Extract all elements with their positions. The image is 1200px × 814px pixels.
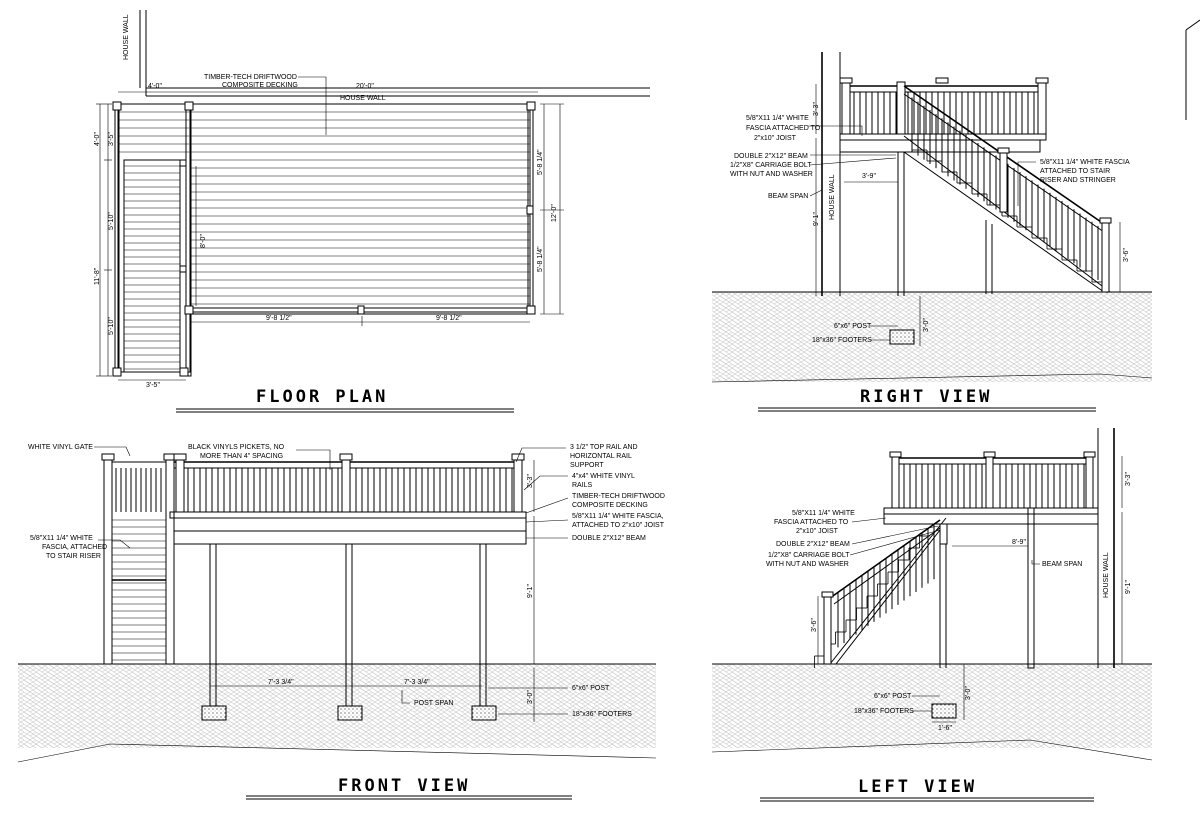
- lv-bolt-2: WITH NUT AND WASHER: [766, 561, 849, 568]
- rv-dim-footing: 3'-0": [923, 318, 930, 332]
- fv-post-label: 6"x6" POST: [572, 685, 610, 692]
- left-view: HOUSE WALL 3'-3" 9'-1" 8'-9": [711, 428, 1153, 802]
- dim-right-1: 5'-8 1/4": [537, 149, 544, 175]
- fv-rails-1: 4"x4" WHITE VINYL: [572, 473, 635, 480]
- dim-left-2: 3'-5": [108, 132, 115, 146]
- house-wall-horizontal-label: HOUSE WALL: [340, 95, 386, 102]
- fv-beam-label: DOUBLE 2"X12" BEAM: [572, 535, 646, 542]
- footing-block: [201, 705, 227, 721]
- dim-top-left: 4'-0": [148, 83, 162, 90]
- rv-dim-height: 9'-1": [813, 212, 820, 226]
- lv-dim-footing: 3'-0": [965, 686, 972, 700]
- dim-left-1: 4'-0": [94, 132, 101, 146]
- lv-dim-stair-rail: 3'-6": [811, 618, 818, 632]
- fv-decking-2: COMPOSITE DECKING: [572, 502, 648, 509]
- lv-dim-rail: 3'-3": [1125, 472, 1132, 486]
- fv-footer-label: 18"x36" FOOTERS: [572, 711, 632, 718]
- dim-left-3: 5'-10": [108, 212, 115, 230]
- rv-dim-rail: 3'-3": [813, 102, 820, 116]
- rv-dim-stair-rail: 3'-6": [1123, 248, 1130, 262]
- dim-right-2: 5'-8 1/4": [537, 246, 544, 272]
- rv-house-wall-label: HOUSE WALL: [829, 174, 836, 220]
- fv-dim-rail: 3'-3": [527, 474, 534, 488]
- fv-dim-height: 9'-1": [527, 584, 534, 598]
- right-view-title: RIGHT VIEW: [860, 387, 992, 407]
- fv-toprail-2: HORIZONTAL RAIL: [570, 453, 632, 460]
- rv-stair-fascia-3: RISER AND STRINGER: [1040, 177, 1116, 184]
- lv-dim-footing-w: 1'-6": [938, 725, 952, 732]
- fv-gate-label: WHITE VINYL GATE: [28, 444, 93, 451]
- lv-bolt-1: 1/2"X8" CARRIAGE BOLT: [768, 552, 850, 559]
- dim-stair-width: 3'-5": [146, 382, 160, 389]
- rv-beam-span-label: BEAM SPAN: [768, 193, 808, 200]
- main-deck-boards: [190, 111, 530, 305]
- rv-beam-callout-1: DOUBLE 2"X12" BEAM: [734, 153, 808, 160]
- fv-pickets-2: MORE THAN 4" SPACING: [200, 453, 283, 460]
- rv-fascia-callout-1: 5/8"X11 1/4" WHITE: [746, 115, 809, 122]
- fv-fascia-2: ATTACHED TO 2"x10" JOIST: [572, 522, 665, 529]
- rv-stair-fascia-2: ATTACHED TO STAIR: [1040, 168, 1110, 175]
- lv-fascia-3: 2"x10" JOIST: [796, 528, 839, 535]
- rv-post-label: 6"x6" POST: [834, 323, 872, 330]
- fv-decking-1: TIMBER-TECH DRIFTWOOD: [572, 493, 665, 500]
- lv-dim-span: 8'-9": [1012, 539, 1026, 546]
- right-view: HOUSE WALL 3'-3" 9'-1": [711, 52, 1153, 412]
- dim-right-total: 12'-0": [551, 204, 558, 222]
- front-view-title: FRONT VIEW: [338, 776, 470, 796]
- footing-block: [337, 705, 363, 721]
- dim-left-total: 11'-8": [94, 267, 101, 285]
- fv-toprail-1: 3 1/2" TOP RAIL AND: [570, 444, 638, 451]
- lv-fascia-1: 5/8"X11 1/4" WHITE: [792, 510, 855, 517]
- lv-house-wall-label: HOUSE WALL: [1103, 552, 1110, 598]
- lv-footer-label: 18"x36" FOOTERS: [854, 708, 914, 715]
- front-view: 7'-3 3/4" 7'-3 3/4" 3'-3" 9'-1" 3'-0" WH…: [17, 444, 665, 800]
- dim-inner-8: 8'-0": [200, 234, 207, 248]
- rv-beam-callout-2: 1/2"X8" CARRIAGE BOLT: [730, 162, 812, 169]
- fv-dim-span-2: 7'-3 3/4": [404, 679, 430, 686]
- dim-bottom-1: 9'-8 1/2": [266, 315, 292, 322]
- rv-beam-callout-3: WITH NUT AND WASHER: [730, 171, 813, 178]
- fv-dim-span-1: 7'-3 3/4": [268, 679, 294, 686]
- rv-footer-label: 18"x36" FOOTERS: [812, 337, 872, 344]
- fv-pickets-1: BLACK VINYLS PICKETS, NO: [188, 444, 285, 451]
- stair-landing-boards: [118, 111, 190, 370]
- lv-dim-height: 9'-1": [1125, 580, 1132, 594]
- dim-left-4: 5'-10": [108, 317, 115, 335]
- rv-fascia-callout-2: FASCIA ATTACHED TO: [746, 125, 821, 132]
- floor-plan-title: FLOOR PLAN: [256, 387, 388, 407]
- lv-beam-span-label: BEAM SPAN: [1042, 561, 1082, 568]
- floor-plan: HOUSE WALL HOUSE WALL 4'-0" 20'-0" TIMBE…: [94, 10, 650, 413]
- fv-stair-fascia-1: 5/8"X11 1/4" WHITE: [30, 535, 93, 542]
- fv-fascia-1: 5/8"X11 1/4" WHITE FASCIA,: [572, 513, 664, 520]
- fv-stair-fascia-2: FASCIA, ATTACHED: [42, 544, 107, 551]
- rv-stair-fascia-1: 5/8"X11 1/4" WHITE FASCIA: [1040, 159, 1130, 166]
- decking-callout-line2: COMPOSITE DECKING: [222, 82, 298, 89]
- rv-dim-span: 3'-9": [862, 173, 876, 180]
- fv-post-span: POST SPAN: [414, 700, 453, 707]
- fv-stair-fascia-3: TO STAIR RISER: [46, 553, 101, 560]
- lv-post-label: 6"x6" POST: [874, 693, 912, 700]
- decking-callout-line1: TIMBER-TECH DRIFTWOOD: [204, 74, 297, 81]
- dim-bottom-2: 9'-8 1/2": [436, 315, 462, 322]
- lv-fascia-2: FASCIA ATTACHED TO: [774, 519, 849, 526]
- fv-rails-2: RAILS: [572, 482, 593, 489]
- dim-top-main: 20'-0": [356, 83, 374, 90]
- house-wall-vertical-label: HOUSE WALL: [123, 14, 130, 60]
- lv-beam-label: DOUBLE 2"X12" BEAM: [776, 541, 850, 548]
- rv-fascia-callout-3: 2"x10" JOIST: [754, 135, 797, 142]
- fv-dim-footing: 3'-0": [527, 690, 534, 704]
- footing-block: [471, 705, 497, 721]
- left-view-title: LEFT VIEW: [858, 777, 977, 797]
- fv-toprail-3: SUPPORT: [570, 462, 604, 469]
